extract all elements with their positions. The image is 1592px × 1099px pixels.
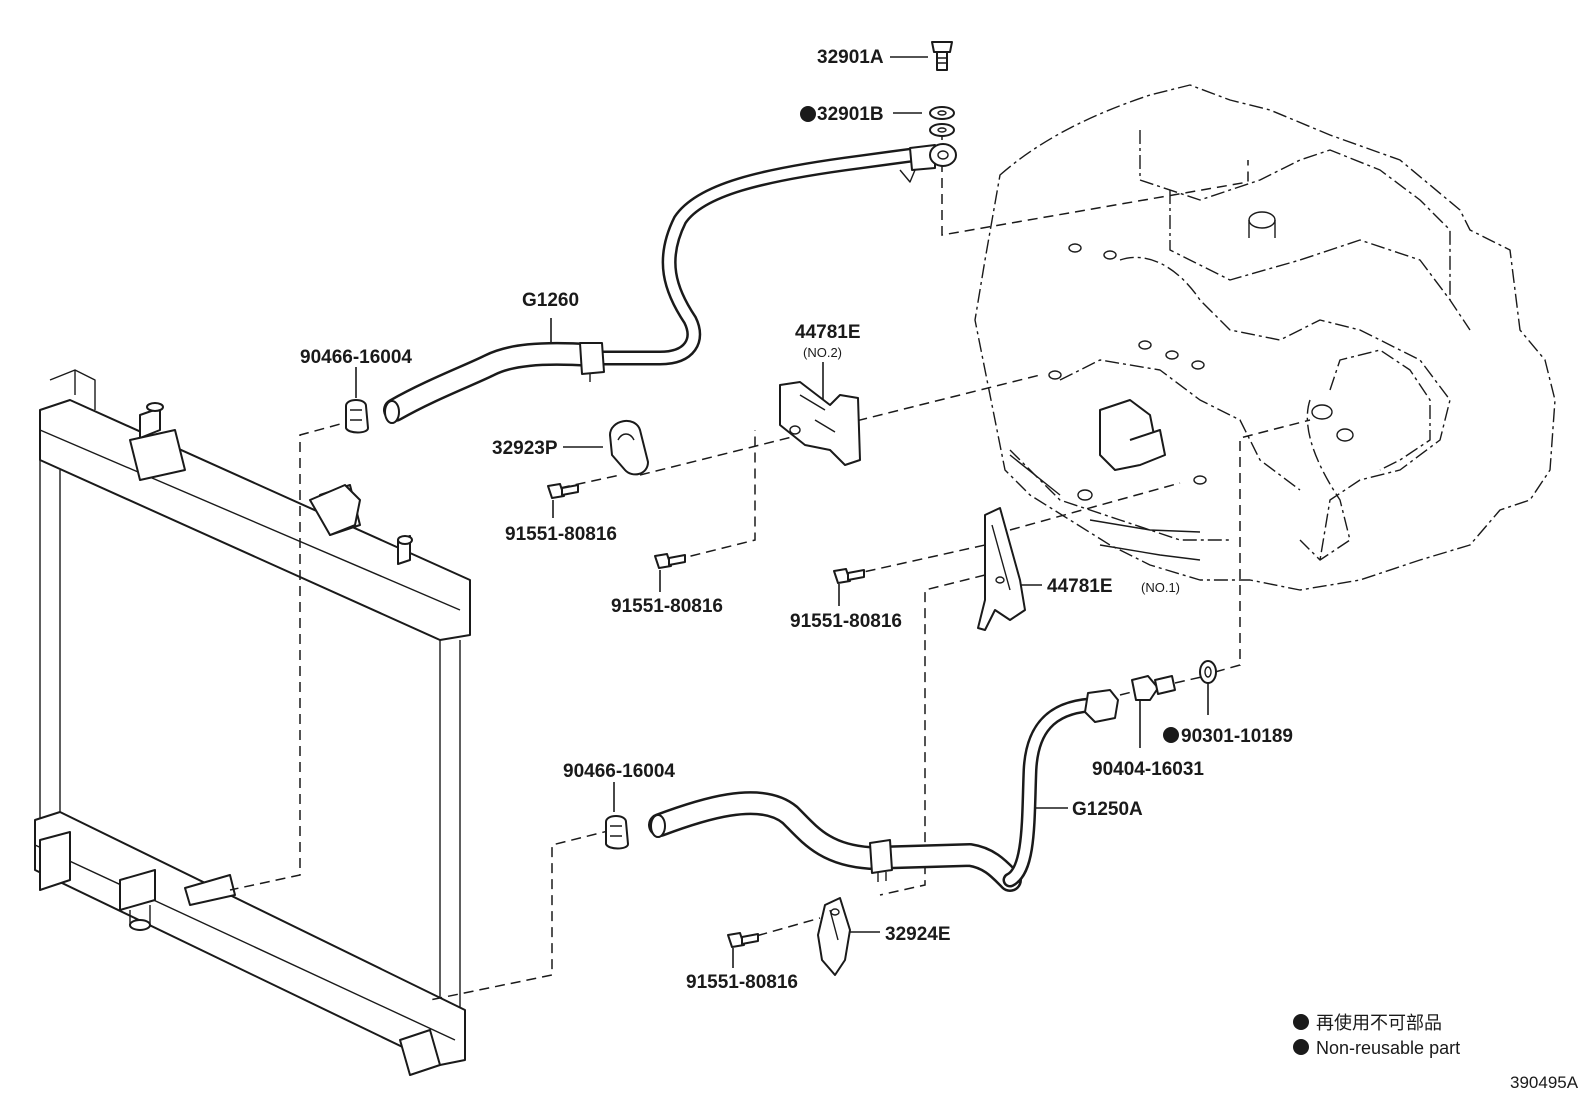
hose-clip-top [345, 399, 369, 434]
union-90404-16031 [1131, 675, 1176, 701]
gasket-90301-10189 [1199, 660, 1217, 684]
non-reusable-dot-90301 [1163, 727, 1179, 743]
union-bolt-32901a [931, 41, 953, 71]
label-91551-d: 91551-80816 [686, 972, 798, 993]
legend: 再使用不可部品 Non-reusable part [1293, 1013, 1460, 1058]
bolt-91551-d [727, 932, 759, 948]
label-44781e-no2-sub: (NO.2) [803, 345, 842, 360]
legend-text-en: Non-reusable part [1316, 1038, 1460, 1058]
label-91551-a: 91551-80816 [505, 524, 617, 545]
label-90466-top: 90466-16004 [300, 347, 412, 368]
hose-g1260 [383, 143, 957, 424]
label-g1260: G1260 [522, 290, 579, 311]
gasket-32901b [929, 106, 955, 137]
legend-dot-2 [1293, 1039, 1309, 1055]
label-g1250a: G1250A [1072, 799, 1143, 820]
hose-g1250a [648, 689, 1119, 892]
legend-dot-1 [1293, 1014, 1309, 1030]
label-32923p: 32923P [492, 438, 558, 459]
dashed-assembly-lines [229, 130, 1311, 1001]
clamp-32924e [817, 897, 851, 976]
hose-clip-bottom [605, 815, 629, 850]
bracket-44781e-no1 [977, 507, 1026, 631]
transaxle-assembly [974, 84, 1556, 591]
label-91551-b: 91551-80816 [611, 596, 723, 617]
label-90466-bottom: 90466-16004 [563, 761, 675, 782]
label-44781e-no2: 44781E [795, 322, 861, 343]
radiator [34, 369, 471, 1076]
label-44781e-no1: 44781E [1047, 576, 1113, 597]
label-32901b: 32901B [817, 104, 884, 125]
label-44781e-no1-sub: (NO.1) [1141, 580, 1180, 595]
label-90404-16031: 90404-16031 [1092, 759, 1204, 780]
label-91551-c: 91551-80816 [790, 611, 902, 632]
non-reusable-dot-32901b [800, 106, 816, 122]
bolt-91551-c [833, 568, 865, 584]
leader-lines [355, 56, 1209, 968]
figure-code: 390495A [1510, 1073, 1579, 1092]
bracket-44781e-no2 [779, 381, 861, 466]
label-90301-10189: 90301-10189 [1181, 726, 1293, 747]
label-32901a: 32901A [817, 47, 884, 68]
part-labels: 32901A 32901B G1260 90466-16004 44781E (… [300, 47, 1293, 993]
bolt-91551-b [654, 553, 686, 569]
clamp-32923p [609, 420, 649, 476]
label-32924e: 32924E [885, 924, 951, 945]
bolt-91551-a [547, 483, 579, 499]
legend-text-jp: 再使用不可部品 [1316, 1013, 1442, 1033]
